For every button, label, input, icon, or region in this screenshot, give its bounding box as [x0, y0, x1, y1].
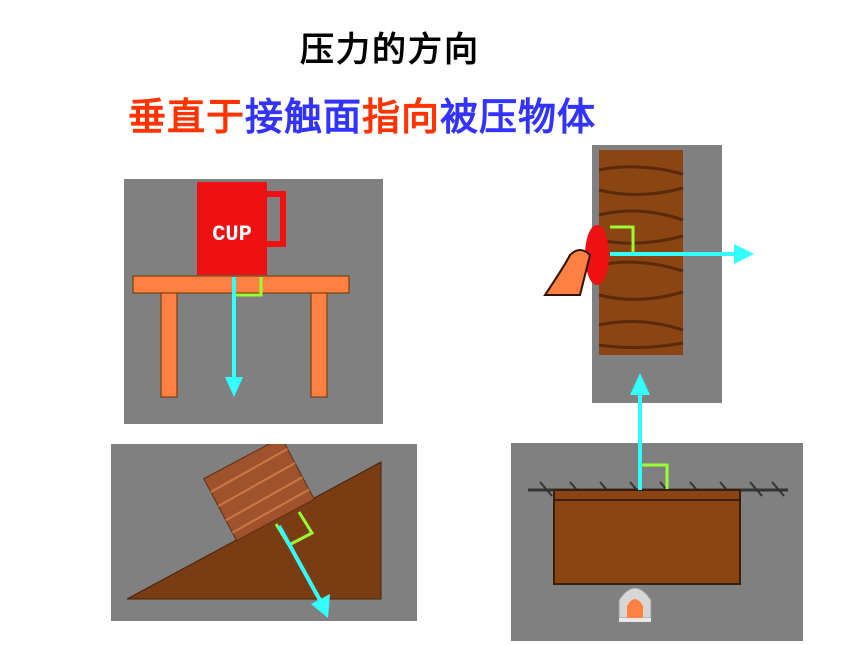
force-arrow-up-icon	[630, 373, 650, 490]
table-icon	[132, 275, 350, 398]
subtitle-segment-3: 指向	[362, 95, 441, 139]
block-icon	[203, 444, 315, 542]
block-on-incline-panel	[111, 444, 417, 621]
subtitle-segment-4: 被压物体	[440, 95, 597, 139]
pedestal-icon	[618, 587, 652, 622]
cup-on-table-panel: CUP	[124, 179, 383, 424]
beam-icon	[553, 489, 741, 585]
page-subtitle: 垂直于接触面指向被压物体	[128, 86, 596, 141]
right-angle-mark-beam	[640, 463, 669, 489]
thumbtack-icon	[543, 225, 609, 296]
ceiling-beam-panel	[510, 370, 803, 641]
subtitle-segment-2: 接触面	[245, 95, 363, 139]
force-arrow-right-icon	[610, 244, 754, 264]
page-title: 压力的方向	[300, 30, 480, 70]
force-arrow-incline-icon	[277, 525, 330, 618]
thumbtack-on-wall-panel	[540, 145, 760, 407]
right-angle-mark-wall	[610, 225, 635, 252]
subtitle-segment-1: 垂直于	[128, 95, 246, 139]
force-arrow-down-icon	[225, 277, 243, 397]
cup-label: CUP	[212, 222, 252, 247]
cup-icon: CUP	[197, 182, 286, 275]
